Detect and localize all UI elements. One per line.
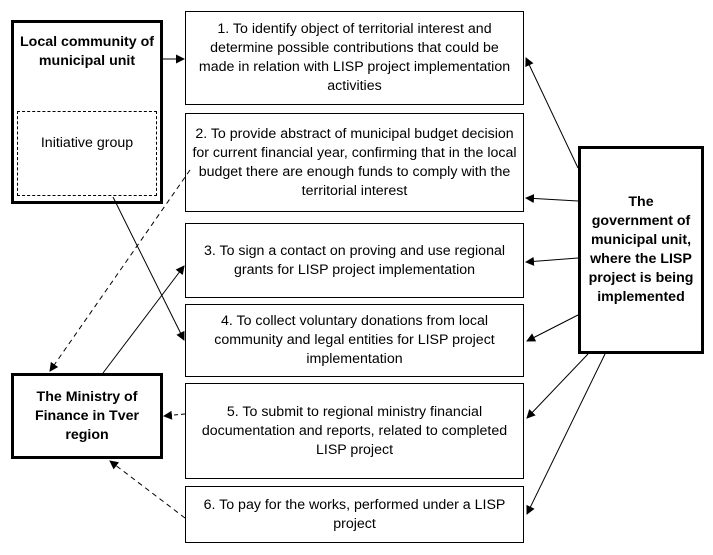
arrow-step5-to-ministry — [163, 410, 186, 420]
ministry-box: The Ministry of Finance in Tver region — [11, 373, 163, 459]
arrow-gov-to-step6 — [526, 353, 606, 515]
arrow-gov-to-step2 — [525, 193, 579, 203]
step-1-text: 1. To identify object of territorial int… — [198, 21, 511, 94]
government-box: The government of municipal unit, where … — [578, 146, 704, 354]
arrow-gov-to-step5 — [526, 353, 589, 419]
step-3-text: 3. To sign a contact on proving and use … — [203, 242, 506, 278]
arrow-ministry-to-step3 — [102, 265, 185, 374]
local-community-label: Local community of municipal unit — [20, 34, 155, 69]
initiative-group-box: Initiative group — [17, 111, 157, 196]
government-label: The government of municipal unit, where … — [588, 194, 694, 305]
step-5-text: 5. To submit to regional ministry financ… — [201, 403, 508, 458]
initiative-group-label: Initiative group — [40, 135, 134, 151]
ministry-label: The Ministry of Finance in Tver region — [34, 388, 140, 443]
step-6-box: 6. To pay for the works, performed under… — [185, 486, 524, 543]
step-4-text: 4. To collect voluntary donations from l… — [214, 313, 495, 367]
step-1-box: 1. To identify object of territorial int… — [185, 11, 524, 105]
arrow-gov-to-step1 — [525, 57, 579, 169]
arrow-gov-to-step3 — [525, 256, 579, 266]
arrow-initiative-to-step4 — [112, 196, 185, 341]
step-5-box: 5. To submit to regional ministry financ… — [185, 383, 524, 479]
step-6-text: 6. To pay for the works, performed under… — [203, 496, 506, 532]
step-2-box: 2. To provide abstract of municipal budg… — [185, 113, 524, 212]
step-3-box: 3. To sign a contact on proving and use … — [185, 223, 524, 298]
arrow-gov-to-step4 — [526, 314, 579, 342]
step-2-text: 2. To provide abstract of municipal budg… — [192, 125, 517, 199]
step-4-box: 4. To collect voluntary donations from l… — [185, 304, 524, 377]
arrow-step6-to-ministry — [109, 460, 186, 519]
